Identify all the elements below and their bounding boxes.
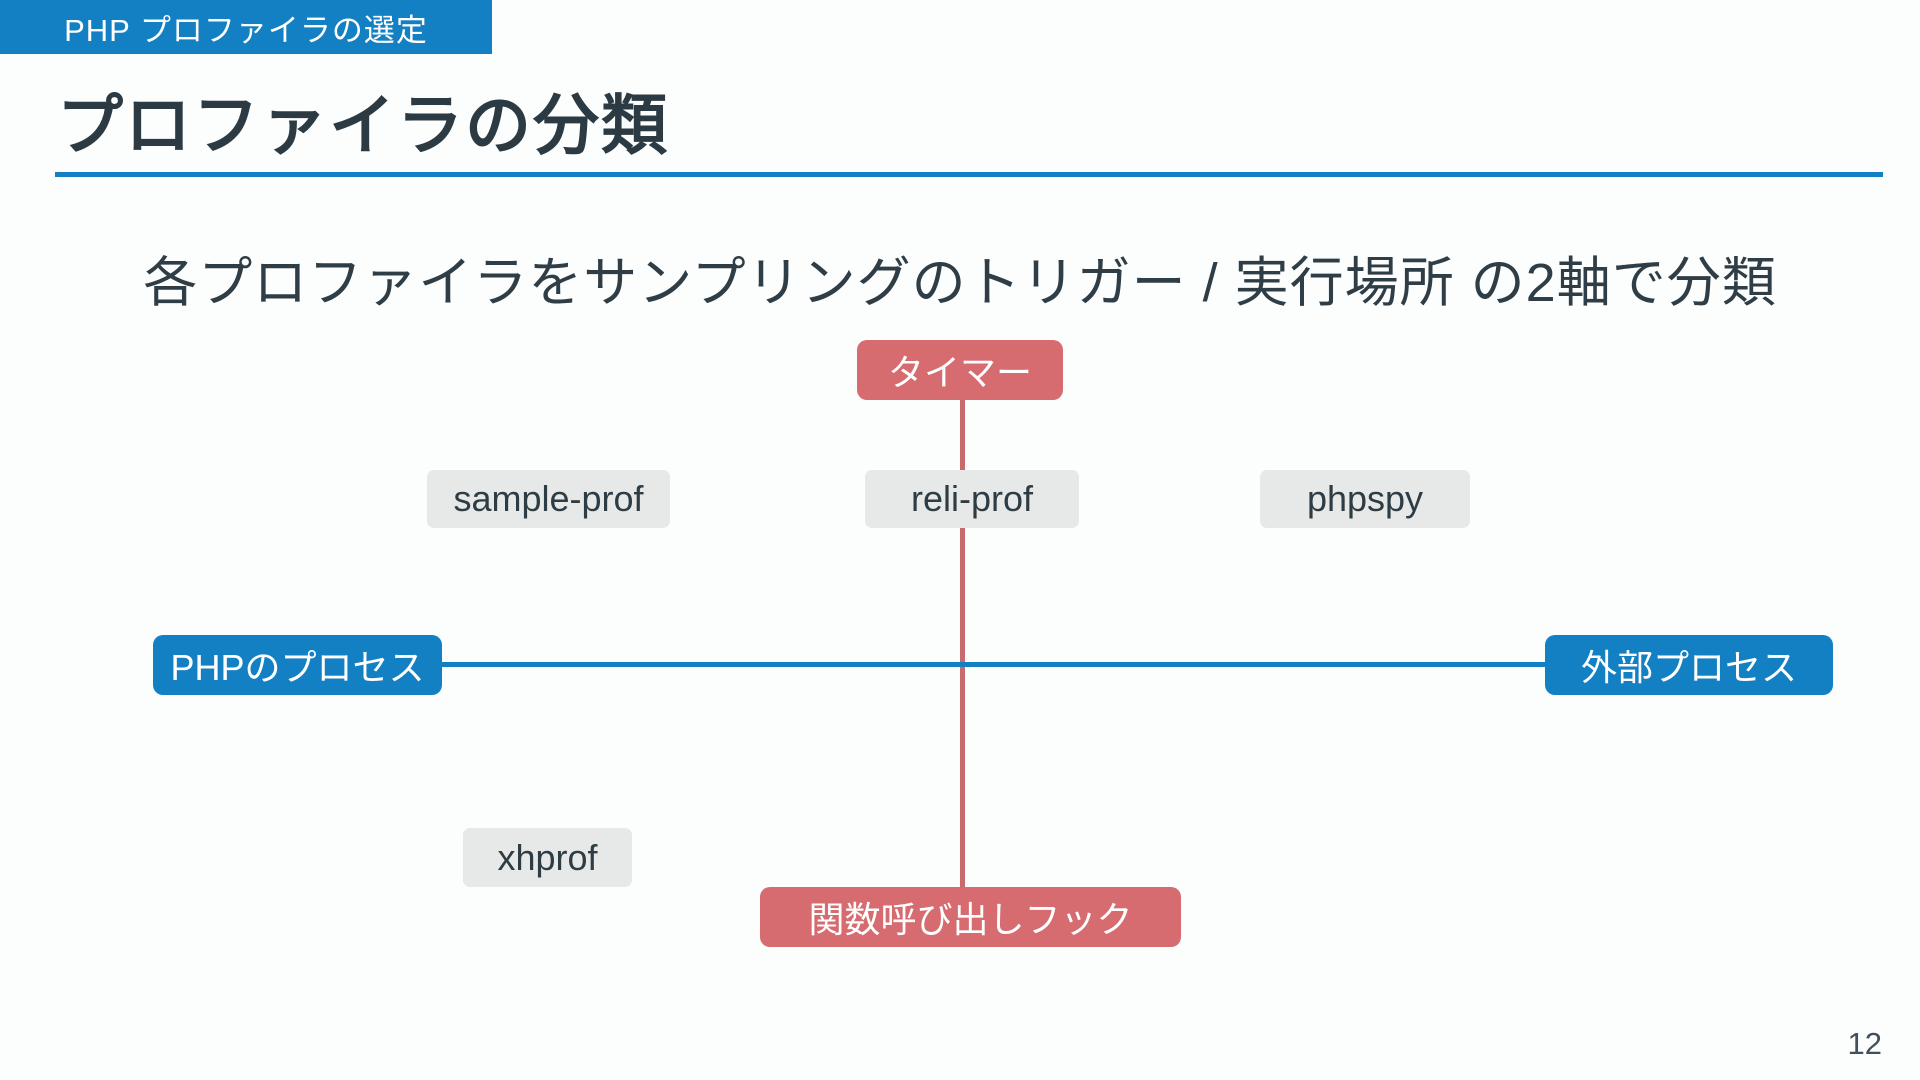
axis-label-php-process: PHPのプロセス [153,635,442,695]
page-title: プロファイラの分類 [57,88,669,162]
axis-label-external-process: 外部プロセス [1545,635,1833,695]
profiler-item-phpspy: phpspy [1260,470,1470,528]
profiler-item-reli-prof: reli-prof [865,470,1079,528]
axis-label-function-call-hook: 関数呼び出しフック [760,887,1181,947]
title-underline [55,172,1883,177]
header-badge: PHP プロファイラの選定 [0,0,492,54]
profiler-item-xhprof: xhprof [463,828,632,887]
profiler-item-sample-prof: sample-prof [427,470,670,528]
vertical-axis-line [960,368,965,918]
page-number: 12 [1847,1026,1882,1061]
axis-label-timer: タイマー [857,340,1063,400]
subtitle: 各プロファイラをサンプリングのトリガー / 実行場所 の2軸で分類 [143,253,1777,313]
horizontal-axis-line [430,662,1555,667]
